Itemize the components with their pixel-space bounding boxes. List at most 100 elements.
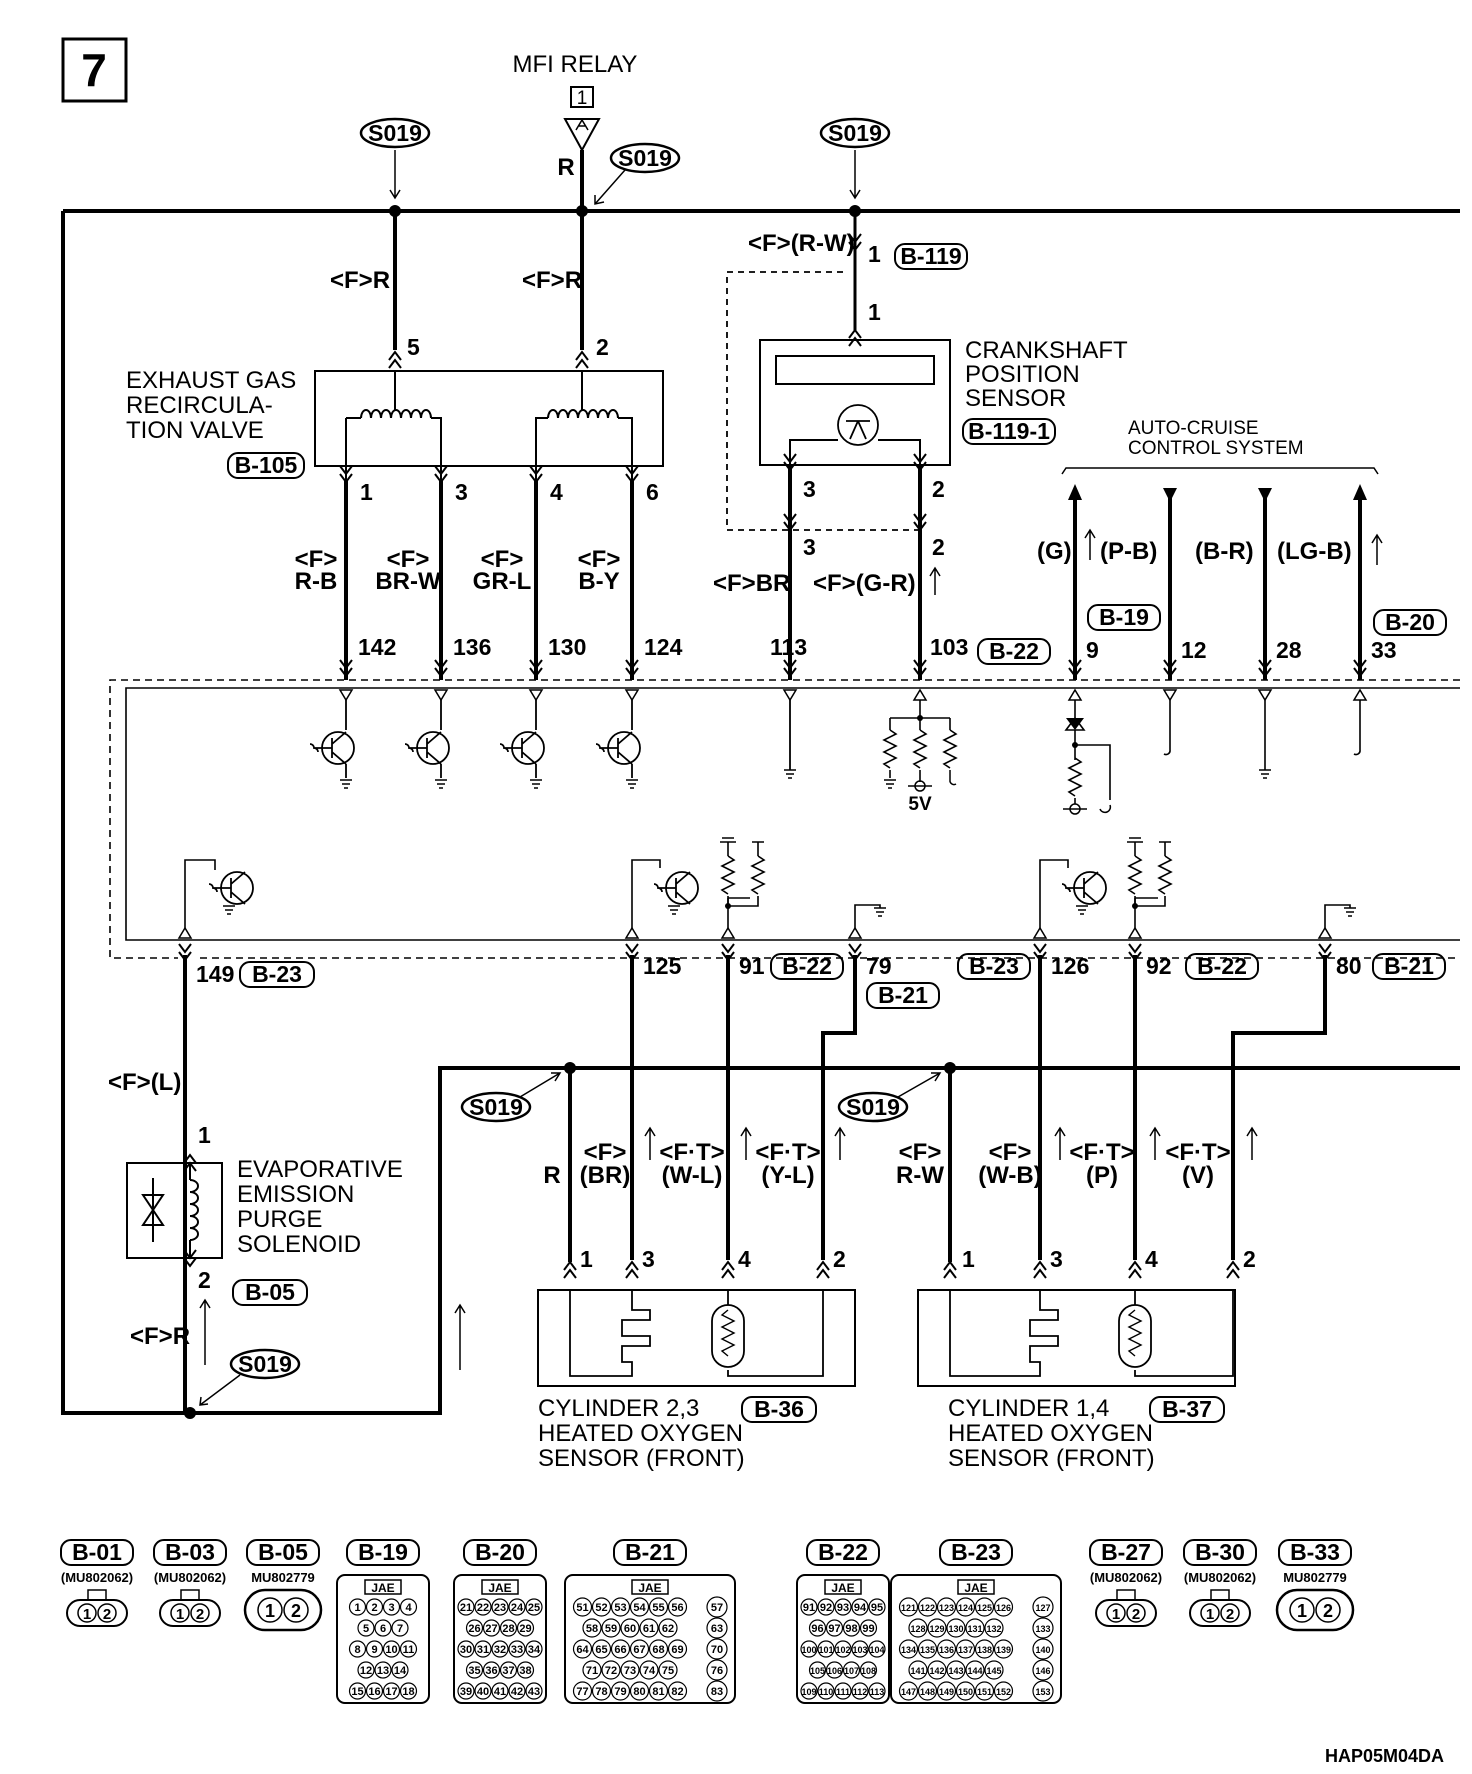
svg-text:38: 38 xyxy=(519,1665,531,1677)
o2-sensor-2-wires xyxy=(943,1068,1258,1279)
egr-output-wires xyxy=(339,465,639,680)
svg-text:37: 37 xyxy=(502,1665,514,1677)
svg-text:2: 2 xyxy=(1243,1246,1256,1272)
ecm-pin-136: 136 xyxy=(453,634,491,660)
svg-text:B-22: B-22 xyxy=(989,638,1039,664)
svg-text:79: 79 xyxy=(614,1686,626,1698)
svg-text:4: 4 xyxy=(405,1602,412,1614)
svg-text:131: 131 xyxy=(967,1624,982,1634)
crank-sensor-body xyxy=(759,339,951,466)
mfi-relay-title: MFI RELAY xyxy=(513,51,638,78)
legend-id: B-05 xyxy=(258,1539,308,1565)
egr-title-1: EXHAUST GAS xyxy=(126,367,296,394)
ecm-connector-tag-b22-a xyxy=(977,638,1051,665)
legend-id: B-33 xyxy=(1290,1539,1340,1565)
svg-text:152: 152 xyxy=(996,1687,1011,1697)
svg-text:B-119-1: B-119-1 xyxy=(968,418,1050,444)
svg-text:99: 99 xyxy=(862,1623,874,1635)
svg-text:S019: S019 xyxy=(828,120,882,146)
splice-s019-4: S019 xyxy=(460,1091,532,1123)
svg-text:2: 2 xyxy=(291,1601,301,1621)
o2-sensor-2-body xyxy=(917,1289,1236,1387)
legend-part: MU802779 xyxy=(1283,1570,1347,1585)
svg-text:91: 91 xyxy=(803,1602,815,1614)
legend-id: B-01 xyxy=(72,1539,122,1565)
svg-text:B-22: B-22 xyxy=(782,953,832,979)
svg-text:143: 143 xyxy=(948,1666,963,1676)
svg-text:126: 126 xyxy=(996,1603,1011,1613)
egr-pin-2: 2 xyxy=(596,334,609,360)
o2-1-connector-tag xyxy=(741,1396,817,1423)
svg-text:144: 144 xyxy=(967,1666,982,1676)
ecm-pin-91: 91 xyxy=(739,953,765,979)
svg-text:81: 81 xyxy=(652,1686,664,1698)
svg-text:31: 31 xyxy=(477,1644,489,1656)
svg-text:1: 1 xyxy=(265,1601,275,1621)
purge-solenoid-body xyxy=(126,1162,223,1259)
o2-2-title-1: CYLINDER 1,4 xyxy=(948,1395,1109,1422)
svg-text:15: 15 xyxy=(351,1686,363,1698)
svg-text:132: 132 xyxy=(986,1624,1001,1634)
svg-text:9: 9 xyxy=(371,1644,377,1656)
purge-wire-top: <F>(L) xyxy=(108,1069,181,1096)
legend-part: (MU802062) xyxy=(61,1570,133,1585)
ecm-pin-130: 130 xyxy=(548,634,586,660)
svg-text:80: 80 xyxy=(633,1686,645,1698)
crank-wire-g-r: <F>(G-R) xyxy=(813,570,916,597)
svg-text:2: 2 xyxy=(1226,1606,1234,1623)
svg-text:<F>: <F> xyxy=(481,546,524,573)
page-number: 7 xyxy=(81,44,107,96)
svg-text:2: 2 xyxy=(371,1602,377,1614)
svg-text:145: 145 xyxy=(986,1666,1001,1676)
svg-text:130: 130 xyxy=(948,1624,963,1634)
relay-wire-color: R xyxy=(557,154,574,181)
svg-text:129: 129 xyxy=(929,1624,944,1634)
svg-text:55: 55 xyxy=(652,1602,664,1614)
svg-text:6: 6 xyxy=(380,1623,386,1635)
svg-text:<F·T>: <F·T> xyxy=(1069,1139,1134,1166)
svg-text:137: 137 xyxy=(958,1645,973,1655)
splice-s019-1: S019 xyxy=(359,117,431,149)
o2-1-wire-y-l: (Y-L) xyxy=(761,1162,814,1189)
svg-text:139: 139 xyxy=(996,1645,1011,1655)
svg-text:97: 97 xyxy=(828,1623,840,1635)
crank-title-1: CRANKSHAFT xyxy=(965,337,1128,364)
svg-text:S019: S019 xyxy=(846,1094,900,1120)
svg-text:78: 78 xyxy=(595,1686,607,1698)
svg-text:23: 23 xyxy=(494,1602,506,1614)
svg-text:52: 52 xyxy=(595,1602,607,1614)
svg-text:110: 110 xyxy=(819,1687,834,1697)
svg-text:33: 33 xyxy=(511,1644,523,1656)
cruise-wire-p-b: (P-B) xyxy=(1100,538,1157,565)
svg-text:61: 61 xyxy=(643,1623,655,1635)
svg-text:3: 3 xyxy=(803,534,816,560)
svg-text:B-19: B-19 xyxy=(1099,604,1149,630)
o2-1-wire-w-l: (W-L) xyxy=(662,1162,723,1189)
svg-text:41: 41 xyxy=(494,1686,506,1698)
svg-text:2: 2 xyxy=(932,534,945,560)
legend-id: B-21 xyxy=(625,1539,675,1565)
svg-text:59: 59 xyxy=(605,1623,617,1635)
svg-text:77: 77 xyxy=(576,1686,588,1698)
svg-text:22: 22 xyxy=(477,1602,489,1614)
egr-wire-b-y: B-Y xyxy=(578,568,619,595)
svg-text:35: 35 xyxy=(468,1665,480,1677)
svg-text:1: 1 xyxy=(198,1122,211,1148)
ecm-pin-92: 92 xyxy=(1146,953,1172,979)
svg-text:2: 2 xyxy=(1132,1606,1140,1623)
svg-text:3: 3 xyxy=(388,1602,394,1614)
legend-id: B-20 xyxy=(475,1539,525,1565)
svg-text:75: 75 xyxy=(662,1665,674,1677)
o2-1-wire-r: R xyxy=(543,1162,560,1189)
svg-text:3: 3 xyxy=(803,476,816,502)
crank-joint-connector-tag xyxy=(894,243,968,270)
svg-text:<F>: <F> xyxy=(989,1139,1032,1166)
legend-part: (MU802062) xyxy=(1184,1570,1256,1585)
legend-part: (MU802062) xyxy=(1090,1570,1162,1585)
legend-id: B-22 xyxy=(818,1539,868,1565)
svg-text:2: 2 xyxy=(1323,1601,1333,1621)
